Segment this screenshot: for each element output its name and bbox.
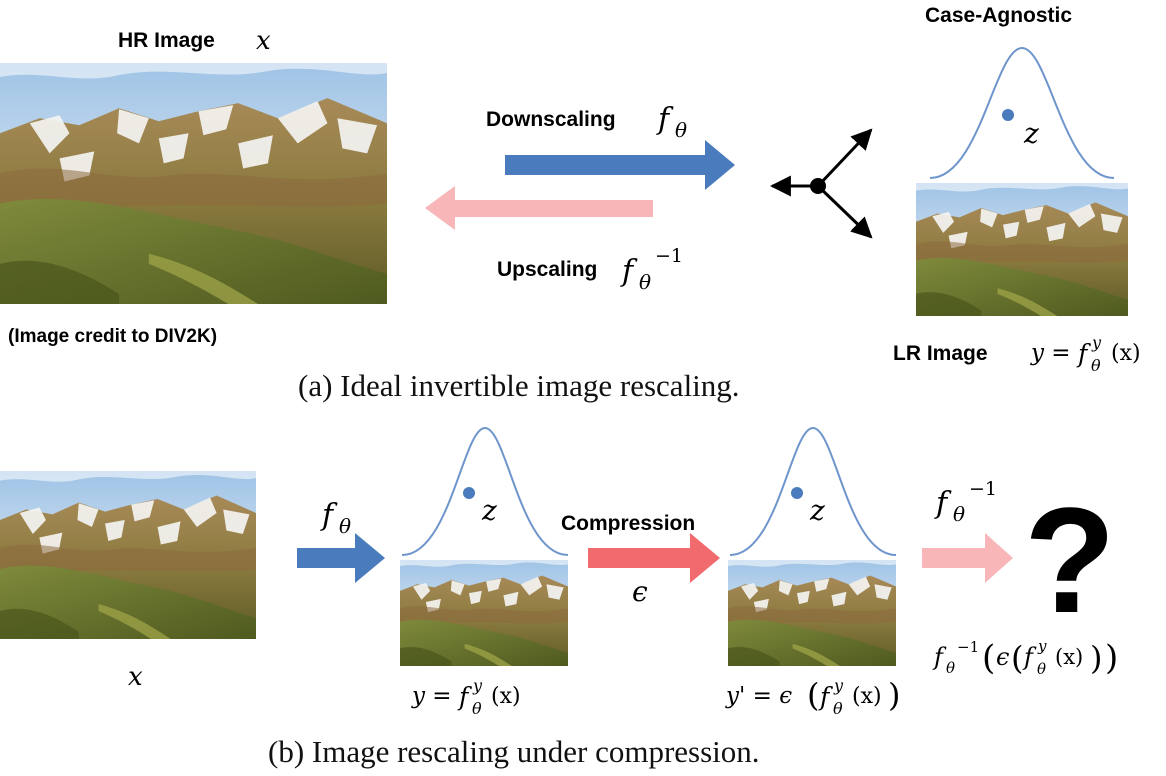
inverse-theta: θ — [953, 502, 965, 526]
gaussian-curve-1 — [401, 426, 569, 556]
lr-formula-theta: θ — [1091, 356, 1101, 375]
hr-image-label: HR Image — [118, 29, 215, 52]
inverse-sup: −1 — [969, 478, 997, 500]
upscaling-theta: θ — [639, 270, 651, 294]
yprime-formula-lhs: y' = ϵ — [725, 683, 792, 709]
latent-dot-1 — [463, 487, 475, 499]
compression-epsilon: ϵ — [632, 575, 648, 608]
result-inner-y: y — [1037, 637, 1047, 655]
result-theta: θ — [946, 659, 955, 677]
result-paren-open: ( — [982, 638, 995, 678]
yprime-paren-open: ( — [807, 676, 819, 714]
lr-formula-y: y — [1091, 333, 1102, 352]
part-a: HR Image x (Image credit to DIV2K) Downs… — [0, 4, 1141, 403]
latent-dot — [1002, 109, 1014, 121]
input-landscape-image — [0, 471, 256, 639]
latent-z-2: z — [809, 494, 825, 527]
yprime-formula-arg: (x) — [852, 684, 882, 709]
lr-landscape-image — [916, 183, 1128, 316]
image-credit: (Image credit to DIV2K) — [8, 326, 217, 347]
case-agnostic-label: Case-Agnostic — [925, 4, 1072, 27]
result-paren-inner-close: ) — [1090, 639, 1102, 677]
downscaling-f: f — [656, 102, 674, 137]
inverse-arrow — [922, 533, 1013, 583]
yprime-formula-f: f — [818, 682, 833, 711]
upscaling-label: Upscaling — [497, 258, 597, 281]
forward-arrow — [297, 533, 385, 583]
upscaling-f: f — [620, 254, 638, 289]
lr-formula-arg: (x) — [1111, 341, 1141, 366]
result-inner-arg: (x) — [1055, 645, 1083, 669]
lr-landscape-image-1 — [400, 560, 568, 666]
result-sup: −1 — [957, 638, 979, 656]
upscaling-arrow — [425, 186, 653, 230]
y-formula-theta: θ — [472, 699, 482, 718]
hr-image-symbol: x — [256, 26, 271, 56]
lr-landscape-image-2 — [728, 560, 896, 666]
latent-z: z — [1023, 117, 1039, 150]
result-inner-theta: θ — [1037, 660, 1046, 678]
lr-formula-lhs: y = — [1030, 340, 1071, 366]
upscaling-inverse: −1 — [655, 245, 683, 267]
downscaling-label: Downscaling — [486, 108, 616, 131]
lr-image-label: LR Image — [893, 342, 988, 365]
latent-z-1: z — [481, 494, 497, 527]
branch-arrow-icon — [769, 128, 873, 239]
gaussian-curve — [929, 46, 1115, 179]
y-formula-y: y — [472, 676, 483, 695]
compression-label: Compression — [561, 512, 695, 535]
lr-formula-f: f — [1076, 339, 1091, 368]
caption-a: (a) Ideal invertible image rescaling. — [298, 368, 740, 403]
result-paren-close: ) — [1105, 638, 1118, 678]
forward-f: f — [320, 498, 338, 533]
yprime-paren-close: ) — [888, 676, 900, 714]
hr-landscape-image — [0, 63, 387, 304]
question-mark-icon: ? — [1024, 476, 1116, 644]
yprime-formula-y: y — [833, 676, 844, 695]
gaussian-curve-2 — [729, 426, 897, 556]
forward-theta: θ — [339, 514, 351, 538]
downscaling-arrow — [505, 140, 735, 190]
input-x-symbol: x — [128, 662, 143, 692]
caption-b: (b) Image rescaling under compression. — [268, 734, 760, 769]
result-eps: ϵ — [996, 643, 1009, 671]
result-inner-f: f — [1022, 643, 1037, 671]
result-paren-inner-open: ( — [1011, 639, 1023, 677]
part-b: x f θ z y = f θ y (x) Compression ϵ z y'… — [0, 426, 1118, 769]
downscaling-theta: θ — [675, 118, 687, 142]
compression-arrow — [588, 533, 720, 583]
y-formula-arg: (x) — [491, 684, 521, 709]
inverse-f: f — [934, 486, 952, 521]
result-f: f — [932, 643, 947, 671]
y-formula-f: f — [457, 682, 472, 711]
latent-dot-2 — [791, 487, 803, 499]
y-formula-lhs: y = — [411, 683, 452, 709]
yprime-formula-theta: θ — [833, 699, 843, 718]
